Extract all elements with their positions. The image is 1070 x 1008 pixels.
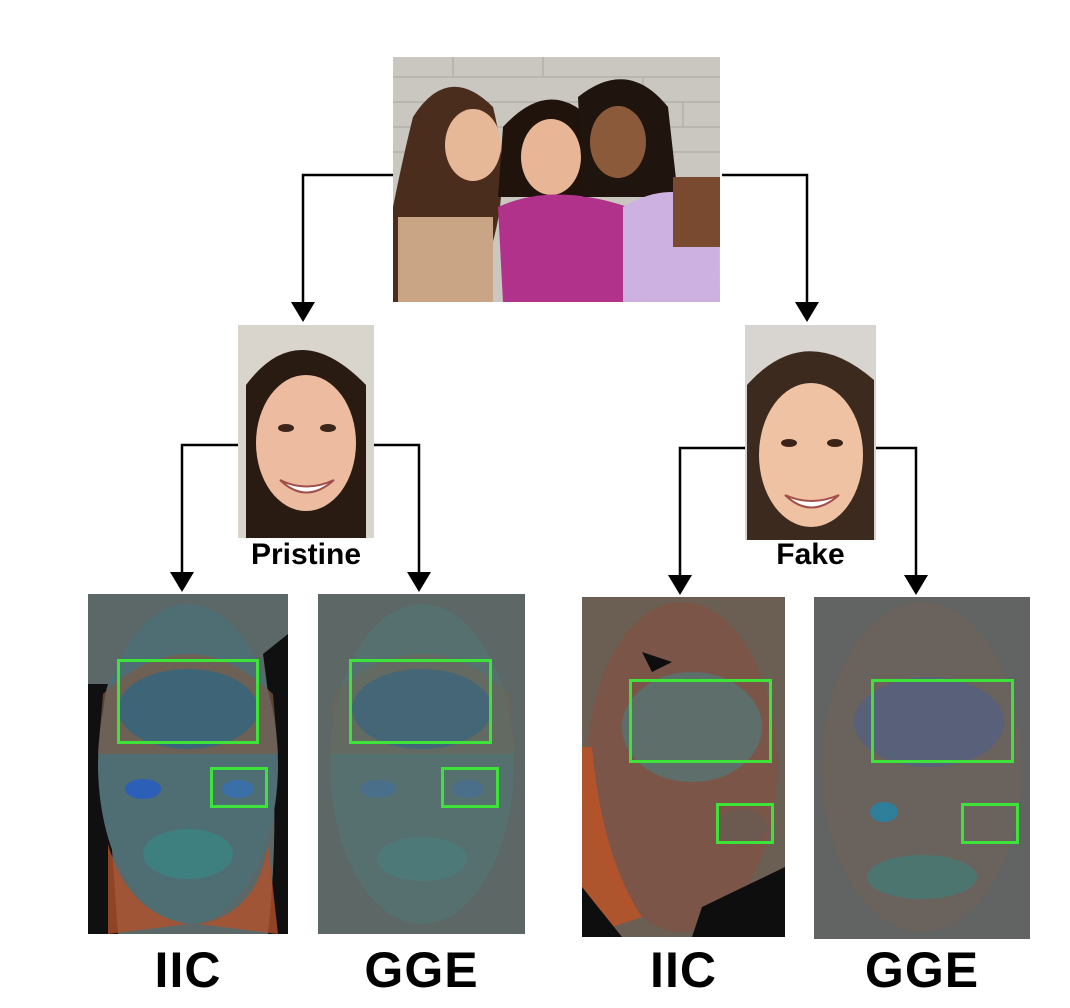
arrow-fake-gge <box>876 446 918 575</box>
highlight-box <box>961 803 1019 844</box>
arrow-pristine-iic <box>180 443 238 572</box>
fake-label: Fake <box>776 538 845 571</box>
highlight-box <box>117 659 259 744</box>
map-label-gge-left: GGE <box>364 942 479 998</box>
fake-face-photo <box>745 325 876 540</box>
pristine-label: Pristine <box>250 538 362 571</box>
pristine-iic-map <box>88 594 288 934</box>
highlight-box <box>441 767 499 808</box>
arrow-fake-iic <box>678 446 745 575</box>
group-photo <box>393 57 720 302</box>
pristine-face-photo <box>238 325 374 538</box>
map-label-iic-right: IIC <box>650 942 717 998</box>
highlight-box <box>871 679 1014 763</box>
highlight-box <box>210 767 268 808</box>
fake-iic-map <box>582 597 785 937</box>
highlight-box <box>349 659 492 744</box>
arrow-pristine-gge <box>374 443 421 572</box>
highlight-box <box>716 803 774 844</box>
pristine-gge-map <box>318 594 525 934</box>
map-label-gge-right: GGE <box>864 942 980 998</box>
arrow-to-fake <box>722 173 809 302</box>
arrow-to-pristine <box>301 173 393 302</box>
highlight-box <box>629 679 772 763</box>
map-label-iic-left: IIC <box>154 942 222 998</box>
fake-gge-map <box>814 597 1030 939</box>
